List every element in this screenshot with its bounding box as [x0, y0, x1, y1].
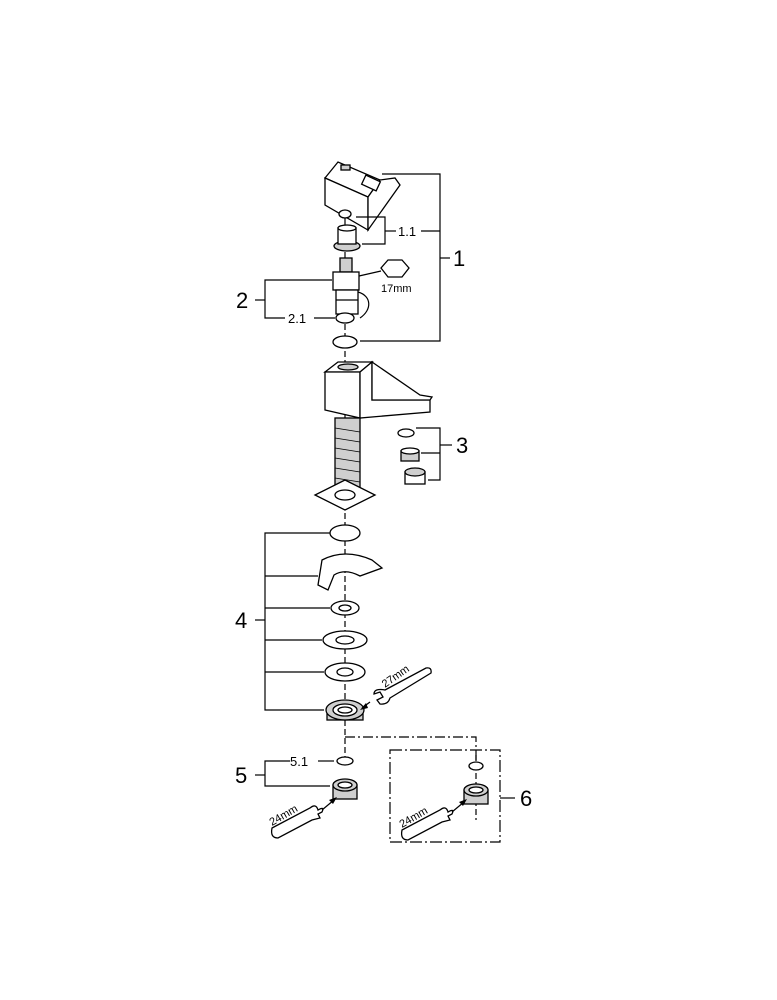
label-part-5-1: 5.1 [290, 754, 308, 769]
label-part-3: 3 [456, 433, 468, 458]
horseshoe-washer [317, 553, 384, 591]
black-o-ring [329, 524, 361, 542]
cartridge [332, 257, 370, 319]
part-6-box [389, 749, 501, 843]
washer-6 [468, 761, 484, 771]
label-part-2: 2 [236, 288, 248, 313]
washer-5-1 [336, 756, 354, 766]
label-part-6: 6 [520, 786, 532, 811]
hex-icon [380, 259, 410, 278]
union-nut-5 [332, 778, 358, 800]
adapter [333, 224, 361, 252]
label-part-1: 1 [453, 246, 465, 271]
label-part-1-1: 1.1 [398, 224, 416, 239]
wrench-27mm-icon [360, 667, 432, 710]
aerator-set [397, 428, 426, 485]
wrench-24mm-icon [270, 797, 337, 839]
label-part-4: 4 [235, 608, 247, 633]
wrench-24mm-icon [400, 799, 467, 841]
seal-ring [332, 335, 358, 349]
union-nut-6 [463, 783, 489, 805]
o-ring-2-1 [335, 312, 355, 324]
hex-size-label: 17mm [381, 283, 412, 295]
label-part-2-1: 2.1 [288, 311, 306, 326]
faucet-body [323, 360, 434, 491]
handle [323, 161, 401, 233]
label-part-5: 5 [235, 763, 247, 788]
mounting-nut [325, 699, 365, 721]
